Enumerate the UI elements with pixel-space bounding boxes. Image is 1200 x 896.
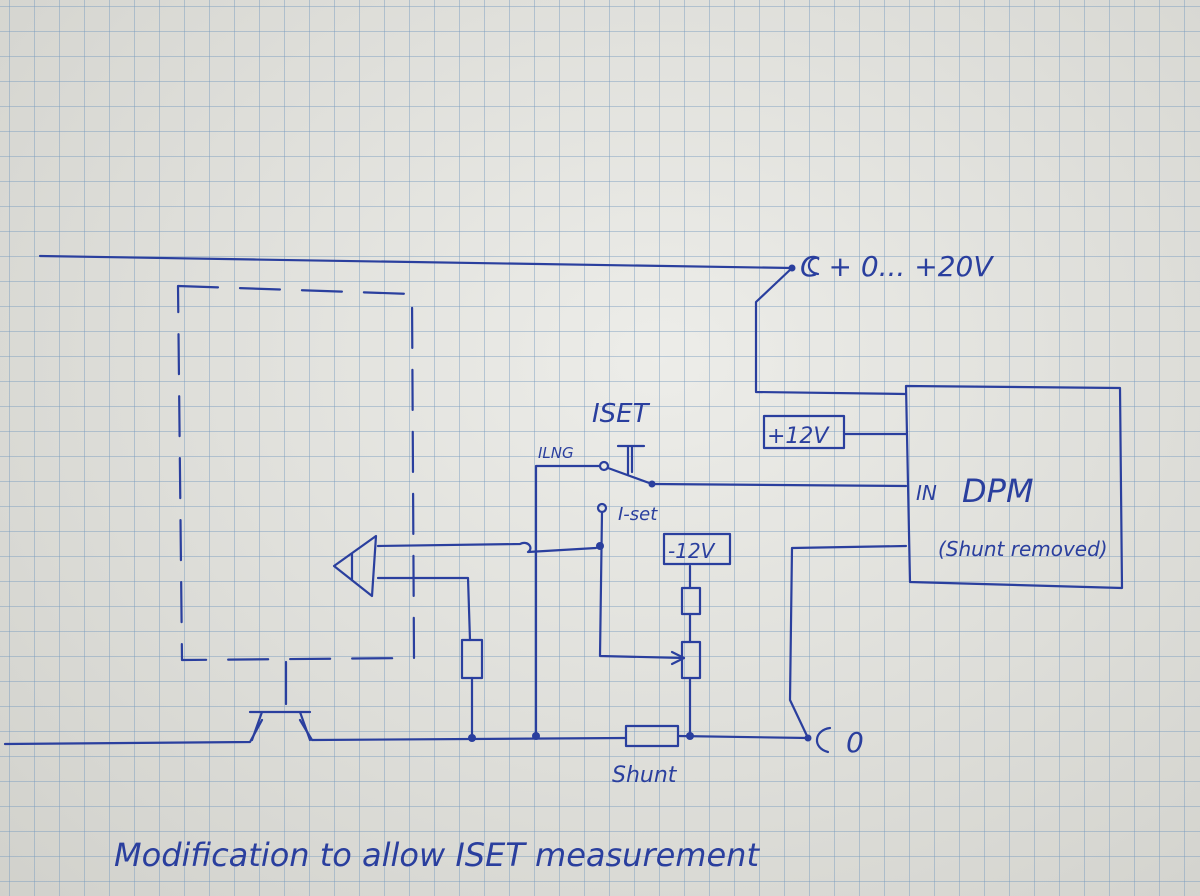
switch-contact-iset [596, 502, 608, 514]
top-terminal [807, 256, 820, 276]
switch-to-dpm-wire [650, 482, 908, 488]
iset-label: ISET [592, 399, 651, 429]
opamp-input-wire [376, 541, 598, 554]
power-supply-box [176, 284, 416, 662]
pot-arrow [670, 650, 686, 666]
opamp-triangle [332, 534, 378, 598]
minus12-label: -12V [668, 539, 716, 563]
top-rail-wire [38, 254, 794, 270]
shunt-removed-label: (Shunt removed) [938, 537, 1108, 561]
junction-dot [596, 542, 604, 550]
ground-label: 0 [846, 726, 864, 759]
opamp-sense-wire [376, 576, 472, 642]
dpm-return-wire [788, 544, 908, 740]
ilng-label: ILNG [538, 444, 574, 462]
plus12-box [762, 414, 846, 450]
caption: Modification to allow ISET measurement [114, 836, 760, 874]
junction-dot [686, 732, 694, 740]
ilng-wire [534, 464, 602, 740]
plus12-label: +12V [767, 424, 830, 449]
dpm-box [904, 384, 1124, 590]
dpm-supply-wire [754, 266, 908, 396]
junction-dot [532, 732, 540, 740]
dpm-label: DPM [962, 472, 1034, 510]
minus12-resistor [680, 586, 702, 616]
transistor-symbol [248, 660, 312, 742]
in-label: IN [916, 481, 937, 505]
bottom-terminal [815, 726, 832, 754]
junction-dot [468, 734, 476, 742]
potentiometer [680, 640, 702, 680]
minus12-box [662, 532, 732, 566]
shunt-resistor [624, 724, 680, 748]
iset-small-label: I-set [618, 504, 658, 525]
iset-sense-wire [598, 510, 686, 660]
supply-label: C + 0... +20V [800, 250, 994, 283]
switch-lever [606, 444, 654, 486]
sense-resistor [460, 638, 484, 680]
shunt-label: Shunt [612, 763, 678, 788]
switch-contact-ilng [598, 460, 610, 472]
bottom-rail-wire [3, 718, 810, 746]
